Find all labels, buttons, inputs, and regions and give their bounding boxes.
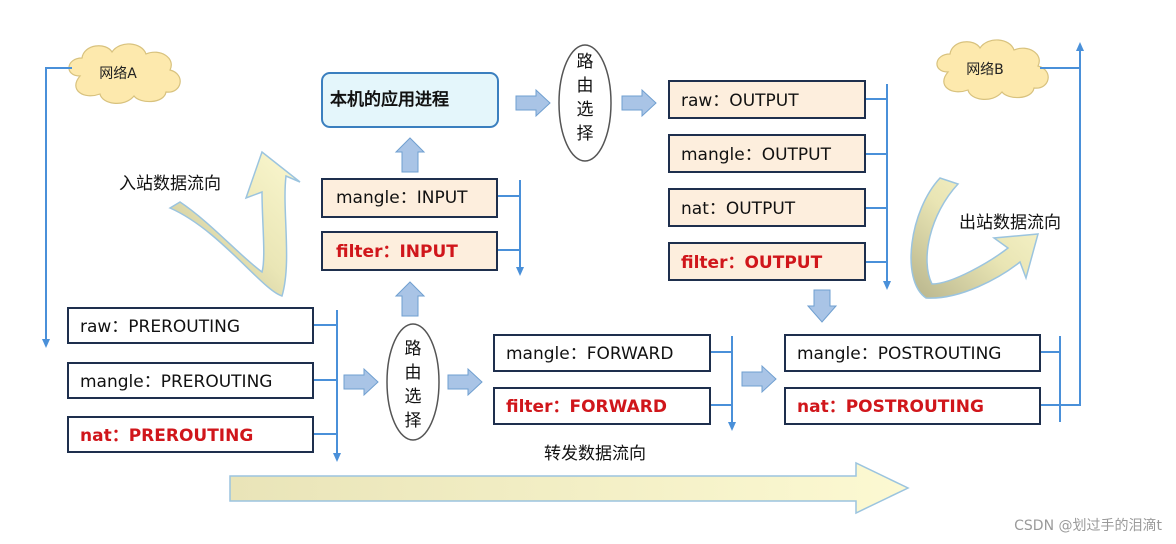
arrow-prerouting-to-routing [343,367,379,397]
svg-text:mangle：POSTROUTING: mangle：POSTROUTING [797,344,1001,364]
arrow-forward-to-postrouting [741,364,777,394]
cloud-network-a: 网络A [68,43,181,104]
chain-input-mangle: mangle：INPUT [321,178,498,218]
cloud-network-a-label: 网络A [99,66,137,82]
routing-char: 择 [577,124,594,144]
chain-forward-filter: filter：FORWARD [493,387,711,425]
forward-big-arrow [229,461,910,515]
cloud-network-b-label: 网络B [966,62,1004,78]
arrow-routing-to-forward [447,367,483,397]
svg-text:nat：POSTROUTING: nat：POSTROUTING [797,397,984,417]
inbound-flow-label: 入站数据流向 [119,174,221,194]
chain-output-raw: raw：OUTPUT [668,80,866,119]
chain-output-filter: filter：OUTPUT [668,242,866,281]
chain-postrouting-mangle: mangle：POSTROUTING [784,334,1041,372]
routing-char: 由 [405,363,422,383]
chain-output-mangle: mangle：OUTPUT [668,134,866,173]
watermark: CSDN @划过手的泪滴t [1014,517,1162,534]
chain-prerouting-raw: raw：PREROUTING [67,307,314,344]
svg-text:filter：OUTPUT: filter：OUTPUT [681,253,823,273]
svg-text:raw：PREROUTING: raw：PREROUTING [80,317,240,337]
svg-text:filter：INPUT: filter：INPUT [336,242,458,262]
svg-text:mangle：FORWARD: mangle：FORWARD [506,344,673,364]
routing-decision-top: 路 由 选 择 [558,44,612,162]
chain-prerouting-nat: nat：PREROUTING [67,416,314,453]
arrow-output-to-postrouting [806,289,838,323]
routing-char: 选 [405,387,422,407]
outbound-flow-label: 出站数据流向 [959,213,1061,233]
chain-output-nat: nat：OUTPUT [668,188,866,227]
routing-decision-bottom: 路 由 选 择 [386,323,440,441]
forward-flow-label: 转发数据流向 [544,444,646,464]
svg-text:nat：OUTPUT: nat：OUTPUT [681,199,796,219]
svg-text:mangle：OUTPUT: mangle：OUTPUT [681,145,832,165]
arrow-app-to-routing [515,88,551,118]
outbound-curved-arrow [910,177,1040,299]
chain-forward-mangle: mangle：FORWARD [493,334,711,372]
svg-text:raw：OUTPUT: raw：OUTPUT [681,91,799,111]
routing-char: 路 [405,339,422,359]
block-arrows [343,88,838,397]
app-process-box: 本机的应用进程 [321,72,499,128]
routing-char: 择 [405,411,422,431]
chain-input-filter: filter：INPUT [321,231,498,271]
flow-lines [42,42,1084,462]
chain-postrouting-nat: nat：POSTROUTING [784,387,1041,425]
routing-char: 由 [577,76,594,96]
routing-char: 选 [577,100,594,120]
inbound-curved-arrow [168,150,301,297]
arrow-input-to-app [394,137,426,173]
routing-char: 路 [577,52,594,72]
chain-prerouting-mangle: mangle：PREROUTING [67,362,314,399]
svg-text:mangle：PREROUTING: mangle：PREROUTING [80,372,272,392]
app-process-label: 本机的应用进程 [330,89,449,110]
arrow-routing-to-input [394,281,426,317]
svg-text:nat：PREROUTING: nat：PREROUTING [80,426,253,446]
svg-text:filter：FORWARD: filter：FORWARD [506,397,667,417]
svg-text:mangle：INPUT: mangle：INPUT [336,188,468,208]
arrow-routing-to-output [621,88,657,118]
cloud-network-b: 网络B [936,39,1049,100]
